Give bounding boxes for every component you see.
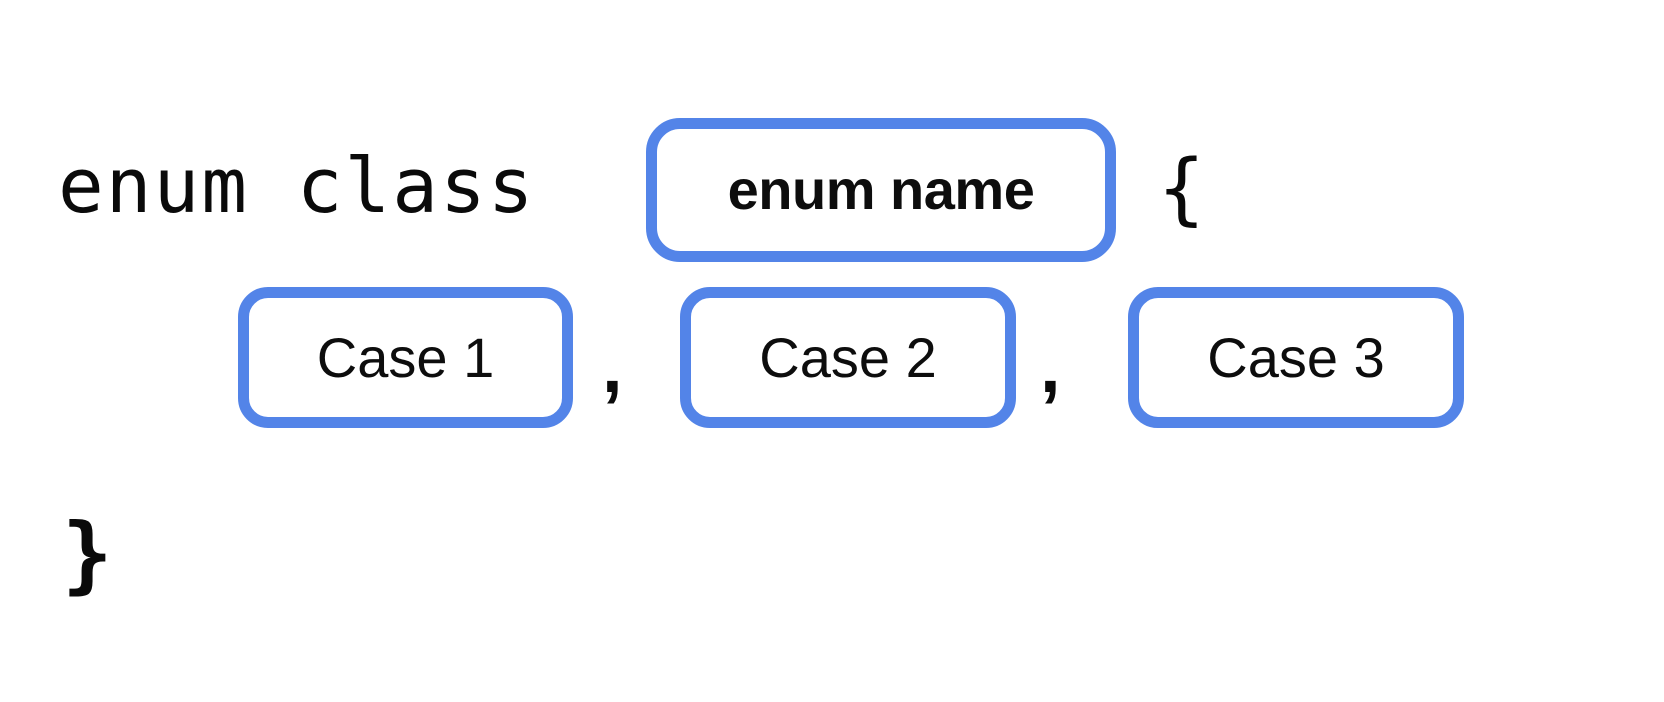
slot-enum-name-label: enum name xyxy=(727,158,1035,221)
slot-enum-name[interactable]: enum name xyxy=(646,118,1116,262)
slot-case-1-label: Case 1 xyxy=(316,325,495,389)
slot-case-3-label: Case 3 xyxy=(1207,325,1385,389)
slot-case-1[interactable]: Case 1 xyxy=(238,287,573,428)
keyword-enum-class: enum class xyxy=(58,141,536,230)
brace-close-token: } xyxy=(62,505,113,603)
slot-case-2[interactable]: Case 2 xyxy=(680,287,1016,428)
separator-comma-1: , xyxy=(602,325,623,408)
slot-case-3[interactable]: Case 3 xyxy=(1128,287,1464,428)
brace-open-token: { xyxy=(1158,144,1205,234)
slot-case-2-label: Case 2 xyxy=(759,325,937,389)
separator-comma-2: , xyxy=(1040,325,1061,408)
